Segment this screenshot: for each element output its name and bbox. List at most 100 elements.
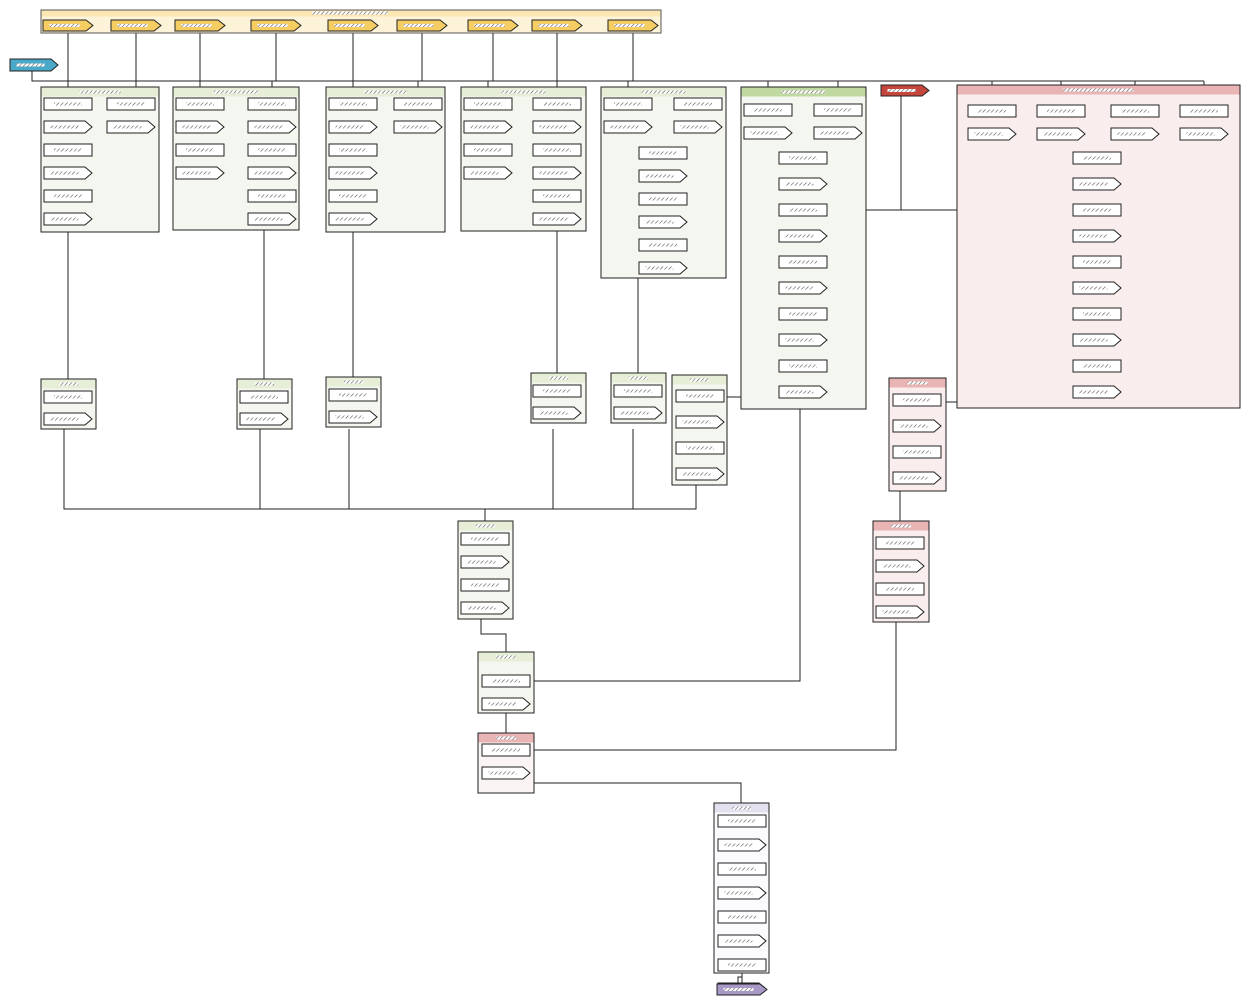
group-title bbox=[1063, 88, 1134, 92]
node-label bbox=[682, 420, 711, 424]
node-label bbox=[785, 182, 814, 186]
group-title bbox=[364, 90, 407, 94]
node-label bbox=[1186, 132, 1215, 136]
node-label bbox=[467, 560, 496, 564]
node-label bbox=[50, 417, 79, 421]
node-label bbox=[258, 194, 286, 198]
node-label bbox=[54, 148, 82, 152]
node-label bbox=[1079, 182, 1108, 186]
node-label bbox=[882, 564, 911, 568]
group-title bbox=[496, 655, 516, 659]
node-label bbox=[186, 102, 214, 106]
node-label bbox=[724, 939, 753, 943]
node-label bbox=[254, 217, 283, 221]
group-title bbox=[496, 736, 516, 740]
node-label bbox=[785, 234, 814, 238]
node-label bbox=[684, 102, 712, 106]
node-label bbox=[610, 125, 639, 129]
node-label bbox=[186, 148, 214, 152]
group-title bbox=[641, 90, 686, 94]
node-label bbox=[820, 131, 849, 135]
input-band-title bbox=[312, 11, 388, 15]
node-label bbox=[538, 24, 569, 27]
node-label bbox=[1190, 109, 1218, 113]
node-label bbox=[488, 771, 517, 775]
node-label bbox=[1083, 364, 1111, 368]
node-label bbox=[789, 156, 817, 160]
node-label bbox=[645, 266, 674, 270]
group-title bbox=[781, 90, 826, 94]
group-6 bbox=[740, 86, 867, 410]
node-label bbox=[257, 24, 288, 27]
aggregate-bus bbox=[63, 429, 697, 510]
link-from-pink bbox=[530, 622, 897, 751]
node-label bbox=[258, 102, 286, 106]
node-label bbox=[492, 748, 520, 752]
node-label bbox=[1079, 234, 1108, 238]
node-label bbox=[254, 125, 283, 129]
diagram-nodes bbox=[9, 9, 1241, 996]
node-label bbox=[334, 24, 365, 27]
node-label bbox=[335, 415, 364, 419]
node-label bbox=[1079, 390, 1108, 394]
node-label bbox=[492, 679, 520, 683]
node-label bbox=[16, 63, 45, 67]
node-label bbox=[339, 393, 367, 397]
node-label bbox=[754, 108, 782, 112]
group-title bbox=[501, 90, 546, 94]
node-label bbox=[624, 389, 652, 393]
group-title bbox=[628, 376, 649, 380]
node-label bbox=[403, 24, 434, 27]
node-label bbox=[488, 702, 517, 706]
node-label bbox=[400, 125, 429, 129]
node-label bbox=[543, 389, 571, 393]
node-label bbox=[335, 171, 364, 175]
node-label bbox=[724, 891, 753, 895]
group-title bbox=[731, 806, 752, 810]
node-label bbox=[1043, 132, 1072, 136]
group-title bbox=[254, 382, 275, 386]
node-label bbox=[785, 338, 814, 342]
node-label bbox=[49, 24, 80, 27]
node-label bbox=[1079, 338, 1108, 342]
link-from-main bbox=[530, 399, 801, 682]
group-3 bbox=[325, 86, 446, 233]
node-label bbox=[539, 411, 568, 415]
node-label bbox=[250, 395, 278, 399]
group-title bbox=[79, 90, 121, 94]
node-label bbox=[539, 217, 568, 221]
node-label bbox=[339, 194, 367, 198]
node-label bbox=[1121, 109, 1149, 113]
node-label bbox=[723, 988, 754, 991]
node-label bbox=[614, 24, 645, 27]
node-label bbox=[182, 125, 211, 129]
node-label bbox=[471, 583, 499, 587]
node-label bbox=[728, 963, 756, 967]
node-label bbox=[117, 102, 145, 106]
node-label bbox=[686, 394, 714, 398]
group-title bbox=[343, 380, 364, 384]
node-label bbox=[471, 537, 499, 541]
node-label bbox=[645, 174, 674, 178]
node-label bbox=[974, 132, 1003, 136]
node-label bbox=[785, 286, 814, 290]
node-label bbox=[1083, 156, 1111, 160]
node-label bbox=[886, 541, 914, 545]
node-label bbox=[728, 867, 756, 871]
group-title bbox=[907, 381, 928, 385]
group-4 bbox=[460, 86, 587, 232]
group-title bbox=[548, 376, 569, 380]
node-label bbox=[474, 102, 502, 106]
node-label bbox=[54, 395, 82, 399]
node-label bbox=[789, 260, 817, 264]
node-label bbox=[728, 915, 756, 919]
node-label bbox=[467, 606, 496, 610]
node-label bbox=[645, 220, 674, 224]
combine-group-2 bbox=[477, 732, 535, 794]
node-label bbox=[339, 148, 367, 152]
group-2 bbox=[172, 86, 300, 231]
node-label bbox=[750, 131, 779, 135]
node-label bbox=[543, 102, 571, 106]
node-label bbox=[50, 171, 79, 175]
